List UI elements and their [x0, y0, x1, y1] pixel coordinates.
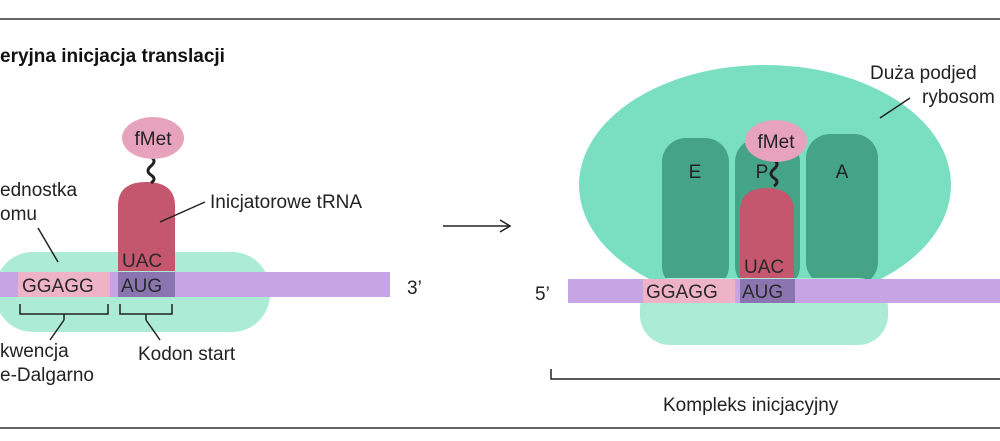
e-site-label: E	[689, 162, 702, 183]
arrow-head	[499, 219, 512, 233]
right-panel: E P A GGAGG AUG UAC fMet 5’ Duża podjed …	[535, 63, 1000, 416]
three-prime-end: 3’	[407, 278, 422, 299]
trna-body	[118, 182, 175, 271]
trna-label: Inicjatorowe tRNA	[210, 192, 362, 213]
start-codon-seq-right: AUG	[742, 282, 783, 303]
p-site-label: P	[756, 162, 769, 183]
start-codon-pointer	[145, 319, 161, 341]
shine-dalgarno-seq-right: GGAGG	[646, 282, 718, 303]
start-codon-seq: AUG	[121, 276, 162, 297]
trna-body-right	[740, 188, 794, 278]
small-subunit-label-line1: ednostka	[0, 180, 78, 201]
process-arrow	[443, 219, 512, 233]
shine-dalgarno-pointer	[49, 319, 65, 341]
trna-pointer	[159, 201, 206, 223]
fmet-bubble-right	[745, 120, 807, 162]
shine-dalgarno-bracket	[19, 304, 109, 320]
fmet-label: fMet	[135, 129, 173, 150]
shine-dalgarno-label-line1: kwencja	[0, 341, 69, 362]
start-codon-bracket	[119, 304, 173, 320]
small-subunit-label-line2: omu	[0, 204, 37, 225]
fmet-linker-right	[769, 158, 779, 188]
fmet-bubble	[122, 117, 184, 159]
left-panel: GGAGG AUG UAC fMet ednostka omu Inicjato…	[0, 117, 422, 386]
anticodon-seq-right: UAC	[744, 257, 784, 278]
large-subunit-pointer	[879, 97, 911, 119]
complex-bracket	[550, 369, 1000, 380]
start-codon-box	[118, 272, 175, 297]
shine-dalgarno-seq: GGAGG	[22, 276, 94, 297]
shine-dalgarno-label-line2: e-Dalgarno	[0, 365, 94, 386]
small-subunit-pointer	[37, 227, 59, 263]
start-codon-label: Kodon start	[138, 344, 236, 365]
fmet-label-right: fMet	[758, 132, 796, 153]
start-codon-box-right	[740, 279, 795, 303]
large-subunit-label-line2: rybosom	[922, 87, 995, 108]
anticodon-seq: UAC	[122, 251, 162, 272]
a-site	[806, 134, 878, 286]
shine-dalgarno-box-right	[643, 279, 735, 303]
five-prime-end: 5’	[535, 284, 550, 305]
page-title: eryjna inicjacja translacji	[0, 46, 225, 67]
shine-dalgarno-box	[18, 272, 110, 297]
e-site	[662, 138, 729, 290]
fmet-linker	[146, 155, 156, 185]
large-subunit-label-line1: Duża podjed	[870, 63, 977, 84]
a-site-label: A	[836, 162, 849, 183]
complex-label: Kompleks inicjacyjny	[663, 395, 839, 416]
